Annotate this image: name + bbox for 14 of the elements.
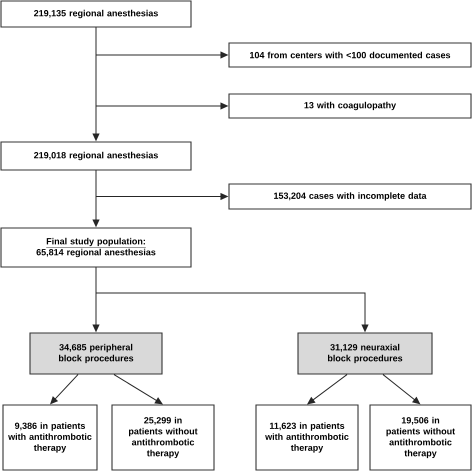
exclusion-box: 13 with coagulopathy xyxy=(228,93,472,119)
subgroup-box: 19,506 in patients without antithrombotic therapy xyxy=(369,404,472,471)
arrow xyxy=(382,374,420,404)
exclusion-box: 104 from centers with <100 documented cases xyxy=(228,42,472,68)
subgroup-box: 25,299 in patients without antithrombotic therapy xyxy=(111,404,215,471)
subgroup-box: 9,386 in patients with antithrombotic therapy xyxy=(2,404,98,471)
process-box: 219,018 regional anesthesias xyxy=(0,141,192,171)
process-box: Final study population: 65,814 regional anesthesias xyxy=(0,227,192,268)
exclusion-box: 153,204 cases with incomplete data xyxy=(228,183,472,210)
arrow xyxy=(50,374,78,404)
group-box: 31,129 neuraxial block procedures xyxy=(297,332,433,375)
group-box: 34,685 peripheral block procedures xyxy=(29,332,163,375)
subgroup-box: 11,623 in patients with antithrombotic therapy xyxy=(255,404,359,471)
process-box: 219,135 regional anesthesias xyxy=(0,0,192,28)
